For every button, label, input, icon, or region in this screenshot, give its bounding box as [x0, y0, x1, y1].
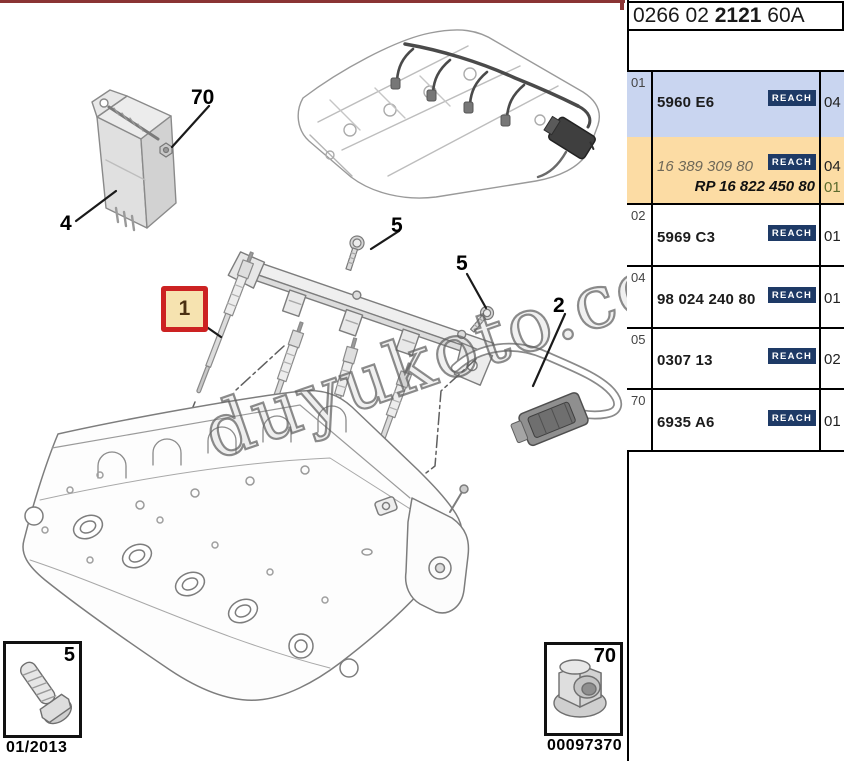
part-number: 5960 E6 [657, 94, 715, 111]
ref-number: 04 [631, 270, 646, 285]
part-number: 0307 13 [657, 352, 713, 369]
callout-70: 70 [191, 86, 215, 109]
replacement-quantity: 01 [824, 179, 841, 196]
reach-badge[interactable]: REACH [768, 410, 816, 426]
bolt-thumb-label: 5 [63, 644, 75, 666]
relay-nut-drawing [159, 142, 173, 158]
harness-drawing [450, 342, 623, 447]
row-band-orange [627, 137, 844, 203]
exploded-diagram [22, 29, 623, 701]
quantity: 02 [824, 351, 841, 368]
ref-number: 05 [631, 332, 646, 347]
table-row: 02 5969 C3 REACH 01 [627, 205, 844, 267]
quantity: 04 [824, 158, 841, 175]
quantity: 04 [824, 94, 841, 111]
bolt-icon [19, 661, 73, 725]
table-row: 04 98 024 240 80 REACH 01 [627, 267, 844, 329]
qty-column-line [819, 329, 821, 388]
table-row: 01 5960 E6 REACH 04 16 389 309 80 REACH … [627, 72, 844, 205]
quantity: 01 [824, 413, 841, 430]
qty-column-line [819, 390, 821, 450]
nut-icon [553, 659, 607, 718]
callout-leader-lines [74, 104, 567, 388]
relay-drawing [91, 89, 177, 232]
parts-table: 01 5960 E6 REACH 04 16 389 309 80 REACH … [627, 70, 844, 452]
ref-column-line [651, 72, 653, 203]
part-code-prefix: 0266 02 [633, 4, 715, 27]
nut-thumb-caption: 00097370 [547, 737, 623, 754]
nut-thumb-label: 70 [593, 645, 616, 667]
part-code-header: 0266 02 2121 60A [627, 1, 844, 31]
part-code-main: 2121 [714, 4, 762, 27]
top-red-rule [0, 0, 625, 3]
reach-badge[interactable]: REACH [768, 154, 816, 170]
cylinder-head-drawing [22, 389, 470, 701]
callout-1-highlight: 1 [161, 286, 208, 332]
part-number: 5969 C3 [657, 229, 716, 246]
top-red-rule-end [620, 0, 624, 10]
reach-badge[interactable]: REACH [768, 225, 816, 241]
bolt-thumb-caption: 01/2013 [6, 739, 68, 756]
qty-column-line [819, 72, 821, 203]
reach-badge[interactable]: REACH [768, 287, 816, 303]
ref-number: 02 [631, 208, 646, 223]
assembled-harness-drawing [390, 42, 596, 179]
qty-column-line [819, 205, 821, 265]
assembled-head-drawing [297, 29, 601, 199]
ref-column-line [651, 390, 653, 450]
replacement-part-number: RP 16 822 450 80 [694, 178, 815, 195]
callout-5b: 5 [456, 252, 468, 275]
qty-column-line [819, 267, 821, 327]
rail-drawing [227, 251, 495, 386]
ref-column-line [651, 205, 653, 265]
ref-number: 01 [631, 75, 646, 90]
nut-thumb-box: 70 [544, 642, 623, 736]
bolt-drawings [345, 235, 495, 333]
callout-2: 2 [553, 294, 565, 317]
table-row: 05 0307 13 REACH 02 [627, 329, 844, 390]
callout-4: 4 [60, 212, 72, 235]
bolt-thumb-box: 5 [3, 641, 82, 738]
ref-column-line [651, 267, 653, 327]
table-row: 70 6935 A6 REACH 01 [627, 390, 844, 452]
part-number: 6935 A6 [657, 414, 715, 431]
part-code-suffix: 60A [761, 4, 805, 27]
alt-part-number: 16 389 309 80 [657, 158, 753, 175]
callout-5a: 5 [391, 214, 403, 237]
reach-badge[interactable]: REACH [768, 90, 816, 106]
quantity: 01 [824, 228, 841, 245]
callout-1-label: 1 [178, 297, 191, 320]
quantity: 01 [824, 290, 841, 307]
part-number: 98 024 240 80 [657, 291, 756, 308]
reach-badge[interactable]: REACH [768, 348, 816, 364]
ref-number: 70 [631, 393, 646, 408]
ref-column-line [651, 329, 653, 388]
